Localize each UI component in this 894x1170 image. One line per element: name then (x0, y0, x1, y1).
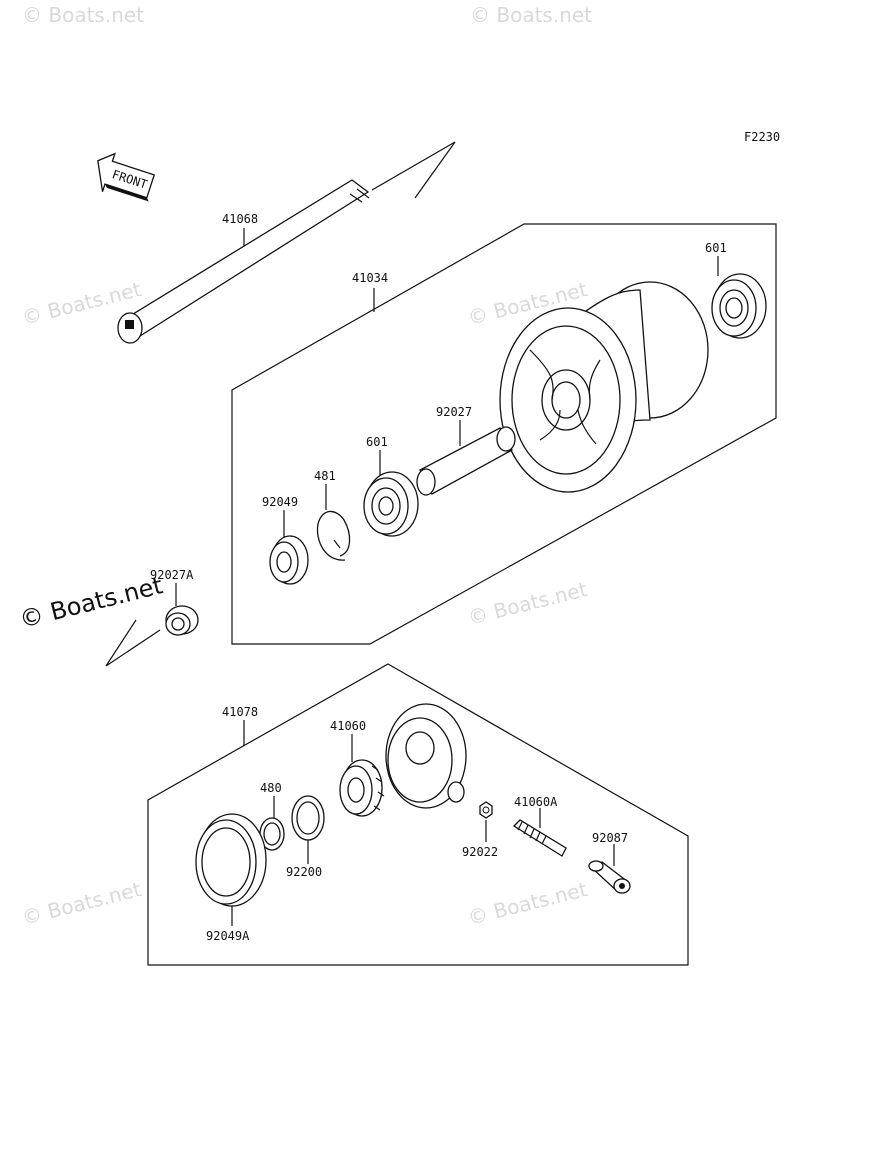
hub-assembly-frame (231, 223, 777, 645)
watermark-text: © Boats.net (22, 3, 144, 27)
front-arrow-icon: FRONT (97, 152, 156, 202)
watermark-text: © Boats.net (470, 3, 592, 27)
watermarks: © Boats.net © Boats.net © Boats.net © Bo… (17, 3, 592, 930)
part-label-41060: 41060 (330, 719, 366, 733)
washer-part (291, 795, 325, 841)
watermark-text: © Boats.net (465, 877, 589, 930)
watermark-text-dark: © Boats.net (17, 571, 166, 634)
leader-line (105, 619, 161, 667)
pinion-part (512, 819, 567, 857)
nut-part (479, 801, 493, 819)
part-label-41078: 41078 (222, 705, 258, 719)
wheel-hub-part (499, 281, 709, 493)
part-label-92049a: 92049A (206, 929, 250, 943)
bushing-part (588, 860, 631, 894)
part-label-92027a: 92027A (150, 568, 194, 582)
part-label-92087: 92087 (592, 831, 628, 845)
part-label-92027: 92027 (436, 405, 472, 419)
gear-housing-part (385, 703, 467, 809)
part-label-92200: 92200 (286, 865, 322, 879)
watermark-text: © Boats.net (19, 877, 143, 930)
axle-part (117, 141, 456, 344)
bearing-part (711, 273, 767, 339)
watermark-text: © Boats.net (465, 577, 589, 630)
diagram-code: F2230 (744, 130, 780, 144)
part-label-481: 481 (314, 469, 336, 483)
gear-housing-frame (147, 663, 689, 966)
collar-part (165, 605, 199, 636)
part-label-92049: 92049 (262, 495, 298, 509)
seal-part (269, 535, 309, 585)
snap-ring-part (259, 817, 285, 851)
bearing-part (363, 471, 419, 537)
part-label-601-right: 601 (705, 241, 727, 255)
part-label-601-left: 601 (366, 435, 388, 449)
part-label-41060a: 41060A (514, 795, 558, 809)
circlip-part (316, 510, 351, 561)
spacer-tube-part (416, 426, 516, 496)
housing-seal-part (195, 813, 267, 907)
part-label-480: 480 (260, 781, 282, 795)
part-label-92022: 92022 (462, 845, 498, 859)
part-label-41034: 41034 (352, 271, 388, 285)
speedo-gear-part (339, 759, 385, 817)
part-label-41068: 41068 (222, 212, 258, 226)
